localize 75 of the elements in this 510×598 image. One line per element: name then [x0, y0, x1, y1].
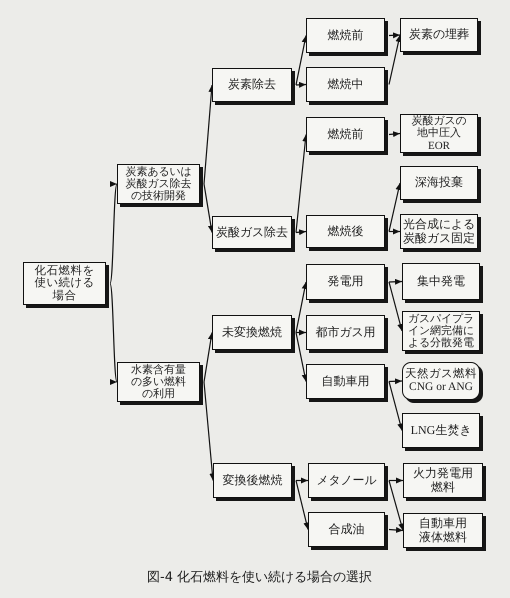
box-label: 燃焼前	[326, 28, 364, 42]
process-box	[402, 263, 480, 300]
box-label: 火力発電用燃料	[412, 467, 474, 494]
arrow	[203, 382, 216, 481]
box-label: 天然ガス燃料 CNG or ANG	[405, 368, 477, 394]
box-label: 変換後燃焼	[222, 474, 284, 488]
box-label: 炭素除去	[227, 78, 277, 92]
process-box	[400, 166, 478, 200]
box-label: 都市ガス用	[314, 326, 376, 340]
process-box	[306, 364, 385, 399]
process-box	[117, 362, 200, 402]
arrow	[295, 480, 310, 530]
process-box	[403, 513, 483, 548]
process-box	[402, 413, 480, 448]
process-box	[308, 512, 385, 547]
box-label: 化石燃料を使い続ける場合	[34, 264, 94, 302]
box-label: 炭酸ガス除去	[215, 226, 289, 240]
box-label: 深海投棄	[414, 176, 464, 190]
arrow	[295, 282, 308, 333]
box-label: 炭素あるいは炭酸ガス除去の技術開発	[124, 166, 192, 202]
process-box	[306, 117, 385, 152]
process-box	[23, 262, 106, 305]
arrow	[388, 480, 404, 531]
process-box	[212, 216, 292, 249]
arrow	[388, 34, 402, 85]
arrow	[389, 228, 400, 234]
process-box	[403, 463, 483, 498]
arrow	[203, 184, 214, 233]
arrow	[388, 378, 402, 384]
arrow	[296, 82, 306, 88]
process-box	[212, 68, 292, 102]
process-box	[306, 264, 385, 300]
arrow	[295, 35, 308, 86]
arrow	[388, 182, 402, 232]
box-label: 集中発電	[416, 274, 466, 288]
process-box	[306, 315, 385, 350]
arrow	[295, 332, 308, 382]
box-label: 発電用	[326, 275, 364, 289]
box-label: 燃焼後	[326, 224, 364, 238]
arrow	[388, 282, 404, 332]
box-label: LNG生焚き	[410, 424, 472, 438]
box-label: 未変換燃焼	[221, 326, 283, 340]
box-label: 自動車用液体燃料	[418, 517, 468, 544]
box-label: 炭酸ガスの地中圧入 EOR	[410, 115, 468, 152]
arrow	[203, 332, 214, 382]
arrow	[295, 134, 308, 233]
process-box	[402, 362, 480, 400]
box-label: 水素含有量の多い燃料の利用	[130, 364, 187, 400]
arrow	[388, 32, 400, 38]
process-box	[212, 315, 292, 350]
arrow	[388, 381, 404, 431]
process-box	[306, 18, 385, 53]
process-box	[308, 463, 385, 498]
arrow	[388, 131, 400, 138]
arrow	[389, 478, 403, 484]
process-box	[400, 18, 478, 52]
process-box	[400, 114, 478, 153]
box-label: 燃焼前	[326, 128, 364, 142]
arrow	[388, 278, 402, 285]
arrow	[109, 184, 118, 284]
arrow	[203, 84, 214, 184]
box-label: ガスパイプライン網完備による分散発電	[407, 312, 475, 350]
box-label: メタノール	[316, 474, 378, 488]
process-box	[306, 67, 385, 102]
box-label: 燃焼中	[326, 78, 364, 92]
process-box	[306, 215, 385, 248]
box-label: 炭素の埋葬	[408, 28, 470, 42]
arrow	[109, 283, 118, 382]
process-box	[117, 164, 200, 204]
figure-caption: 図-4 化石燃料を使い続ける場合の選択	[147, 569, 372, 586]
box-label: 合成油	[328, 522, 366, 536]
box-label: 自動車用	[320, 374, 370, 388]
box-label: 光合成による炭酸ガス固定	[402, 218, 476, 245]
arrow	[296, 229, 306, 236]
process-box	[213, 463, 292, 498]
